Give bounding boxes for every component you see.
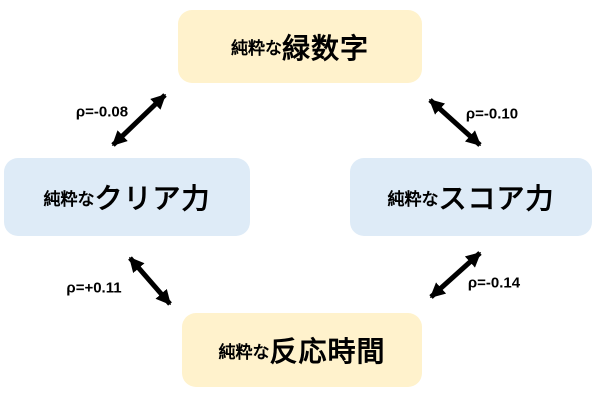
node-score-power-prefix: 純粋な bbox=[387, 189, 439, 209]
node-score-power-label: スコア力 bbox=[438, 183, 555, 214]
node-clear-power: 純粋なクリア力 bbox=[4, 158, 250, 236]
node-green-number-prefix: 純粋な bbox=[230, 39, 282, 58]
double-arrow-clear-reaction-icon bbox=[128, 256, 172, 306]
node-green-number-label: 緑数字 bbox=[281, 32, 369, 64]
edge-label-green-score: ρ=-0.10 bbox=[465, 105, 519, 123]
node-clear-power-prefix: 純粋な bbox=[43, 189, 95, 209]
node-reaction-time: 純粋な反応時間 bbox=[182, 313, 422, 387]
edge-label-green-clear: ρ=-0.08 bbox=[75, 103, 129, 121]
node-reaction-time-prefix: 純粋な bbox=[218, 342, 270, 362]
node-clear-power-label: クリア力 bbox=[94, 183, 211, 214]
edge-label-clear-reaction: ρ=+0.11 bbox=[66, 279, 122, 297]
edge-label-score-reaction: ρ=-0.14 bbox=[467, 274, 521, 292]
node-reaction-time-label: 反応時間 bbox=[269, 336, 386, 367]
node-score-power: 純粋なスコア力 bbox=[350, 158, 592, 236]
node-green-number: 純粋な緑数字 bbox=[178, 10, 422, 83]
